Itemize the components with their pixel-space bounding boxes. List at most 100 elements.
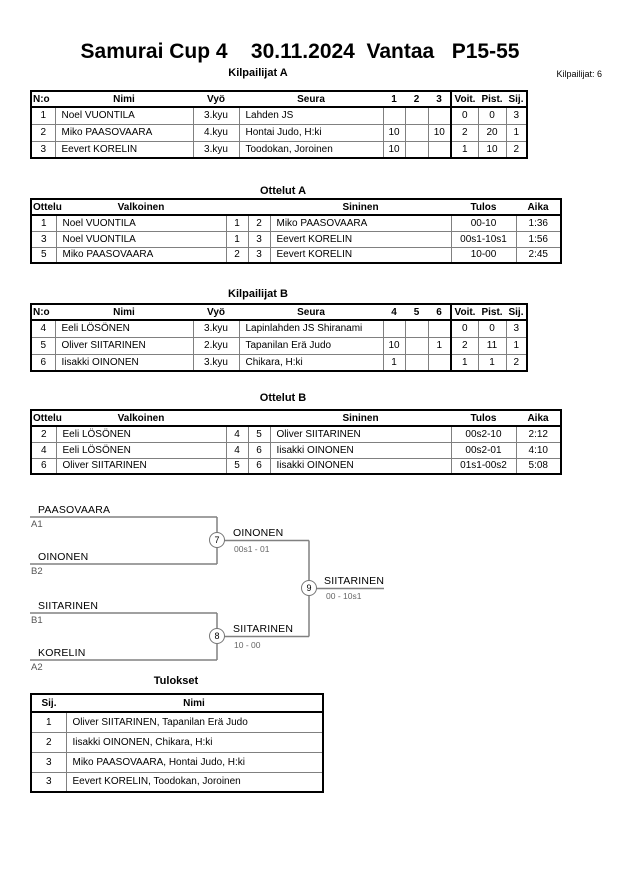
col-header-ottelu: Ottelu xyxy=(31,410,62,427)
cell-score3: 1 xyxy=(427,336,452,355)
cell-aika: 1:56 xyxy=(515,230,562,248)
col-header-match1: 1 xyxy=(383,91,405,108)
cell-vyo: 3.kyu xyxy=(192,106,240,125)
col-header-match5: 5 xyxy=(405,304,428,321)
cell-valkoinen: Noel VUONTILA xyxy=(55,230,227,248)
cell-voit: 1 xyxy=(450,353,479,372)
col-header-valkoinen: Valkoinen xyxy=(56,199,226,216)
bracket-winner-name: SIITARINEN xyxy=(324,575,385,587)
kilpailijat-b-table: N:o Nimi Vyö Seura 4 5 6 Voit. Pist. Sij… xyxy=(30,303,528,372)
cell-seura: Chikara, H:ki xyxy=(238,353,384,372)
cell-nimi: Iisakki OINONEN, Chikara, H:ki xyxy=(65,731,324,753)
cell-sij: 2 xyxy=(30,731,67,753)
table-row: 3 Eevert KORELIN 3.kyu Toodokan, Joroine… xyxy=(30,140,528,159)
cell-aika: 2:45 xyxy=(515,246,562,264)
cell-tulos: 00s2-01 xyxy=(450,441,517,459)
bracket-entry-name: OINONEN xyxy=(38,551,89,563)
cell-valkoinen: Miko PAASOVAARA xyxy=(55,246,227,264)
cell-num1: 4 xyxy=(225,425,249,443)
section-title-ottelut-a: Ottelut A xyxy=(259,185,307,197)
match-number-badge: 8 xyxy=(209,628,225,644)
cell-pist: 0 xyxy=(477,319,507,338)
cell-aika: 5:08 xyxy=(515,457,562,475)
col-header-no: N:o xyxy=(31,304,55,321)
cell-vyo: 3.kyu xyxy=(192,353,240,372)
bracket-entry-name: SIITARINEN xyxy=(38,600,99,612)
cell-pist: 11 xyxy=(477,336,507,355)
cell-score1: 1 xyxy=(382,353,406,372)
table-row: 3 Eevert KORELIN, Toodokan, Joroinen xyxy=(30,771,324,793)
table-row: 5 Oliver SIITARINEN 2.kyu Tapanilan Erä … xyxy=(30,336,528,355)
cell-num2: 2 xyxy=(247,214,271,232)
col-header-pist: Pist. xyxy=(478,91,506,108)
bracket-match-score: 00s1 - 01 xyxy=(234,544,270,554)
col-header-seura: Seura xyxy=(239,91,383,108)
table-row: 3 Miko PAASOVAARA, Hontai Judo, H:ki xyxy=(30,751,324,773)
col-header-sininen: Sininen xyxy=(270,410,451,427)
cell-seura: Tapanilan Erä Judo xyxy=(238,336,384,355)
cell-score2 xyxy=(404,106,429,125)
cell-sininen: Eevert KORELIN xyxy=(269,246,452,264)
cell-score2 xyxy=(404,123,429,142)
col-header-match6: 6 xyxy=(428,304,451,321)
cell-num1: 1 xyxy=(225,230,249,248)
table-row: 2 Eeli LÖSÖNEN 4 5 Oliver SIITARINEN 00s… xyxy=(30,425,562,443)
cell-nimi: Noel VUONTILA xyxy=(54,106,194,125)
cell-nimi: Oliver SIITARINEN xyxy=(54,336,194,355)
cell-seura: Lahden JS xyxy=(238,106,384,125)
table-row: 2 Iisakki OINONEN, Chikara, H:ki xyxy=(30,731,324,753)
col-header-voit: Voit. xyxy=(450,304,478,321)
cell-num1: 2 xyxy=(225,246,249,264)
cell-voit: 2 xyxy=(450,123,479,142)
col-header-valkoinen: Valkoinen xyxy=(56,410,226,427)
table-row: 1 Noel VUONTILA 3.kyu Lahden JS 0 0 3 xyxy=(30,106,528,125)
cell-seura: Hontai Judo, H:ki xyxy=(238,123,384,142)
cell-num2: 3 xyxy=(247,246,271,264)
col-header-nimi: Nimi xyxy=(55,304,193,321)
cell-num2: 5 xyxy=(247,425,271,443)
match-number-badge: 9 xyxy=(301,580,317,596)
col-header-sij: Sij. xyxy=(506,91,527,108)
cell-sininen: Iisakki OINONEN xyxy=(269,457,452,475)
bracket-match-score: 10 - 00 xyxy=(234,640,261,650)
cell-pist: 10 xyxy=(477,140,507,159)
cell-sij: 2 xyxy=(505,353,528,372)
col-header-sininen: Sininen xyxy=(270,199,451,216)
cell-sininen: Eevert KORELIN xyxy=(269,230,452,248)
cell-voit: 0 xyxy=(450,319,479,338)
cell-nimi: Iisakki OINONEN xyxy=(54,353,194,372)
table-row: 4 Eeli LÖSÖNEN 4 6 Iisakki OINONEN 00s2-… xyxy=(30,441,562,459)
table-row: 1 Noel VUONTILA 1 2 Miko PAASOVAARA 00-1… xyxy=(30,214,562,232)
col-header-sij: Sij. xyxy=(31,694,66,713)
cell-vyo: 3.kyu xyxy=(192,140,240,159)
cell-pist: 1 xyxy=(477,353,507,372)
cell-sij: 2 xyxy=(505,140,528,159)
bracket-winner-name: OINONEN xyxy=(233,527,284,539)
col-header-pist: Pist. xyxy=(478,304,506,321)
bracket-entry-name: KORELIN xyxy=(38,647,86,659)
cell-valkoinen: Eeli LÖSÖNEN xyxy=(55,441,227,459)
cell-score2 xyxy=(404,319,429,338)
col-header-nimi: Nimi xyxy=(55,91,193,108)
cell-vyo: 4.kyu xyxy=(192,123,240,142)
cell-num2: 6 xyxy=(247,441,271,459)
ottelut-a-table: Ottelu Valkoinen Sininen Tulos Aika 1 No… xyxy=(30,198,562,264)
cell-score1: 10 xyxy=(382,140,406,159)
section-title-kilpailijat-a: Kilpailijat A xyxy=(228,67,288,79)
col-header-tulos: Tulos xyxy=(451,410,516,427)
section-title-ottelut-b: Ottelut B xyxy=(259,392,307,404)
playoff-bracket: PAASOVAARA A1 OINONEN B2 SIITARINEN B1 K… xyxy=(28,498,448,680)
section-title-kilpailijat-b: Kilpailijat B xyxy=(228,288,288,300)
cell-score1: 10 xyxy=(382,336,406,355)
table-row: 1 Oliver SIITARINEN, Tapanilan Erä Judo xyxy=(30,711,324,733)
cell-sij: 3 xyxy=(30,771,67,793)
bracket-winner-name: SIITARINEN xyxy=(233,623,294,635)
cell-tulos: 01s1-00s2 xyxy=(450,457,517,475)
cell-tulos: 00-10 xyxy=(450,214,517,232)
cell-ottelu: 1 xyxy=(30,214,57,232)
cell-ottelu: 3 xyxy=(30,230,57,248)
bracket-entry-seed: A1 xyxy=(31,519,43,530)
col-header-num2 xyxy=(248,199,270,216)
tulokset-table: Sij. Nimi 1 Oliver SIITARINEN, Tapanilan… xyxy=(30,693,324,793)
table-row: 4 Eeli LÖSÖNEN 3.kyu Lapinlahden JS Shir… xyxy=(30,319,528,338)
